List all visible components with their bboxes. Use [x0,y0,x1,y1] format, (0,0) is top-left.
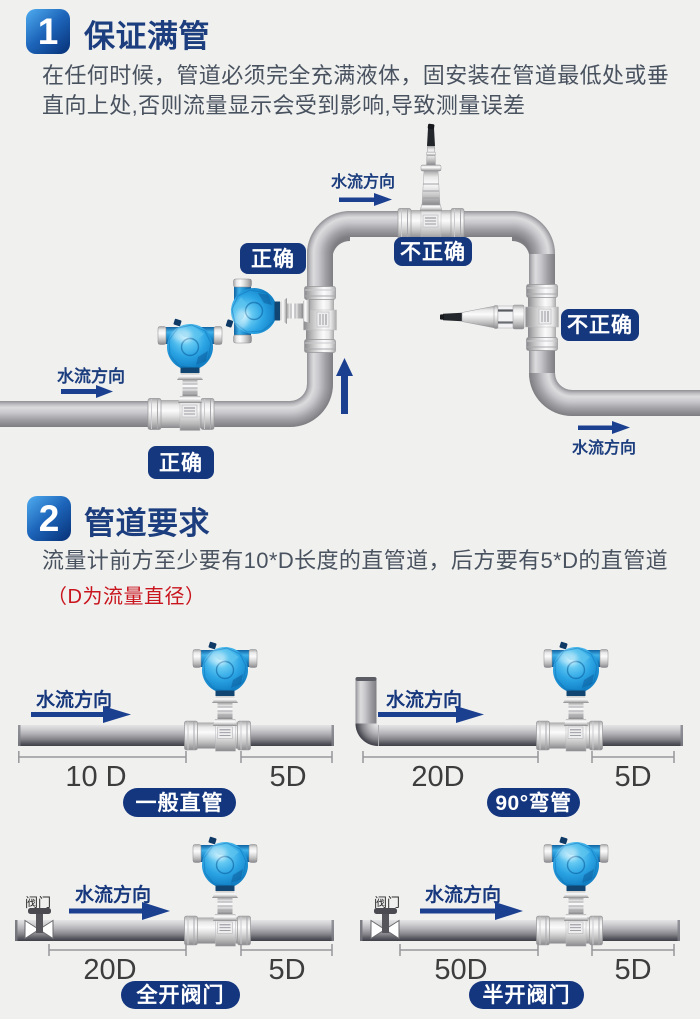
svg-text:正确: 正确 [159,451,203,475]
svg-text:半开阀门: 半开阀门 [483,983,571,1007]
svg-text:水流方向: 水流方向 [331,172,395,191]
svg-text:水流方向: 水流方向 [425,883,501,906]
svg-text:10 D: 10 D [65,761,126,793]
svg-text:水流方向: 水流方向 [386,688,462,711]
svg-text:5D: 5D [614,954,651,986]
svg-text:阀门: 阀门 [25,895,51,910]
svg-text:阀门: 阀门 [374,895,400,910]
svg-text:20D: 20D [411,761,464,793]
svg-text:5D: 5D [268,954,305,986]
svg-text:90°弯管: 90°弯管 [495,791,571,815]
svg-text:一般直管: 一般直管 [136,791,224,815]
svg-text:5D: 5D [269,761,306,793]
svg-text:不正确: 不正确 [567,313,633,337]
svg-text:正确: 正确 [251,247,295,271]
svg-text:20D: 20D [83,954,136,986]
svg-text:水流方向: 水流方向 [36,688,112,711]
svg-text:全开阀门: 全开阀门 [136,983,225,1007]
svg-text:50D: 50D [434,954,487,986]
svg-text:水流方向: 水流方向 [57,366,125,386]
svg-text:水流方向: 水流方向 [75,883,151,906]
svg-text:不正确: 不正确 [400,240,466,264]
svg-text:水流方向: 水流方向 [572,438,636,457]
svg-text:5D: 5D [614,761,651,793]
